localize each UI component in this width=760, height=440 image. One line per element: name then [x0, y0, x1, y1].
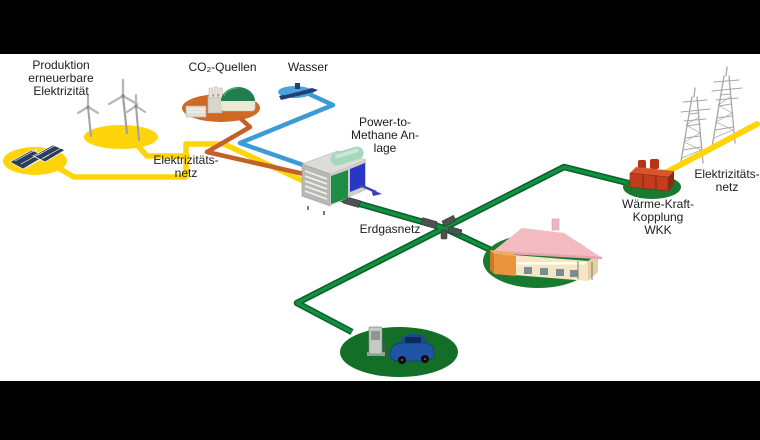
chp-unit-icon [629, 159, 674, 192]
label-chp: Wärme-Kraft- Kopplung WKK [622, 197, 694, 237]
label-co2-sources: CO₂-Quellen [188, 60, 257, 74]
oxygen-arrow-icon [359, 183, 382, 196]
label-ptm-plant: Power-to- Methane An- lage [350, 115, 420, 155]
wind-turbines-icon [76, 78, 147, 141]
label-electricity-grid-left: Elektrizitäts- netz [153, 153, 219, 180]
content-background [0, 54, 760, 381]
label-production-line2: erneuerbare [28, 71, 94, 85]
biogas-dome-icon [220, 87, 256, 112]
co2-line [204, 116, 305, 177]
label-water: Wasser [287, 60, 329, 74]
label-production: Produktion erneuerbare Elektrizität [5, 59, 117, 98]
water-line [237, 91, 336, 169]
label-electricity-grid-right: Elektrizitäts- netz [694, 167, 760, 194]
water-intake-icon [279, 83, 318, 100]
gas-junction-icon [343, 196, 463, 240]
methanation-plant-icon [301, 146, 367, 215]
house-icon [490, 218, 603, 281]
solar-panels-icon [9, 143, 66, 170]
wind-site-ellipse [84, 125, 158, 149]
label-gas-grid: Erdgasnetz [359, 222, 421, 236]
factory-stacks-icon [185, 86, 223, 118]
wind-feed-line [135, 143, 190, 159]
gas-network [293, 163, 633, 335]
gas-car-chp-line [295, 165, 633, 334]
car-icon [389, 334, 435, 364]
cng-station-icon [367, 326, 386, 356]
solar-feed-line [50, 141, 189, 180]
label-production-line1: Produktion [32, 58, 90, 72]
label-production-line3: Elektrizität [33, 84, 89, 98]
